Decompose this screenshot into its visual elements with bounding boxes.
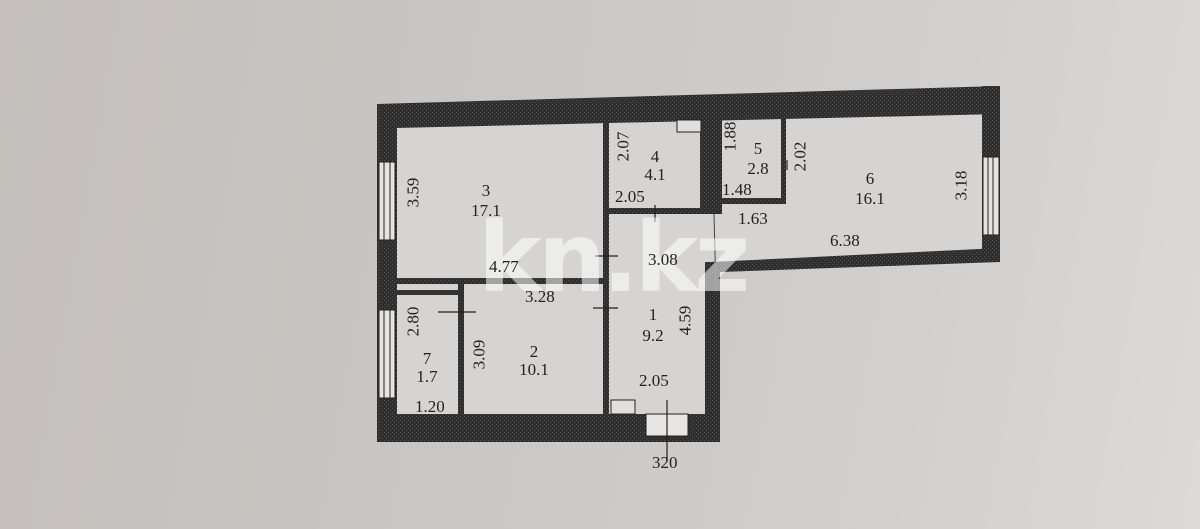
- window-room6: [982, 156, 1000, 236]
- dim-room6-width: 6.38: [830, 231, 860, 250]
- dim-room1-height: 4.59: [675, 305, 695, 336]
- floor-area: [395, 110, 990, 420]
- dim-room2-width: 3.28: [525, 287, 555, 306]
- dim-entrance: 320: [652, 453, 678, 472]
- room-1-area: 9.2: [642, 326, 664, 345]
- room-6-number: 6: [865, 169, 875, 188]
- dim-room5-width: 1.48: [722, 180, 752, 199]
- room-2-area: 10.1: [519, 360, 549, 379]
- room-3-number: 3: [481, 181, 491, 200]
- dim-room3-width: 4.77: [489, 257, 519, 276]
- dim-room6-height: 3.18: [951, 170, 971, 201]
- dim-room2-height: 3.09: [469, 339, 489, 370]
- dim-room4-height: 2.07: [613, 131, 633, 162]
- door-marks: [438, 160, 788, 460]
- dim-room6-inner: 1.63: [738, 209, 768, 228]
- dim-room3-height: 3.59: [403, 177, 423, 208]
- dim-hall-width: 3.08: [648, 250, 678, 269]
- closet-room4: [676, 119, 702, 133]
- dim-room7-width: 1.20: [415, 397, 445, 416]
- room-1-number: 1: [648, 305, 658, 324]
- room-5-area: 2.8: [747, 159, 769, 178]
- window-room7: [378, 309, 396, 399]
- watermark: kn.kz: [478, 202, 750, 314]
- room-3-area: 17.1: [471, 201, 501, 220]
- inner-walls: [397, 116, 786, 414]
- room-6-area: 16.1: [855, 189, 885, 208]
- closet-room1: [610, 399, 636, 415]
- dim-room5-door: 2.02: [790, 141, 810, 172]
- room-5-number: 5: [753, 139, 763, 158]
- room-4-area: 4.1: [644, 165, 666, 184]
- dim-room5-height: 1.88: [720, 121, 740, 152]
- window-room3: [378, 161, 396, 241]
- room-4-number: 4: [650, 147, 660, 166]
- dim-room1-width: 2.05: [639, 371, 669, 390]
- room-7-number: 7: [422, 349, 432, 368]
- dim-room7-height: 2.80: [403, 306, 423, 337]
- room-2-number: 2: [529, 342, 539, 361]
- dim-room4-width: 2.05: [615, 187, 645, 206]
- room-7-area: 1.7: [416, 367, 438, 386]
- windows: [378, 156, 1000, 437]
